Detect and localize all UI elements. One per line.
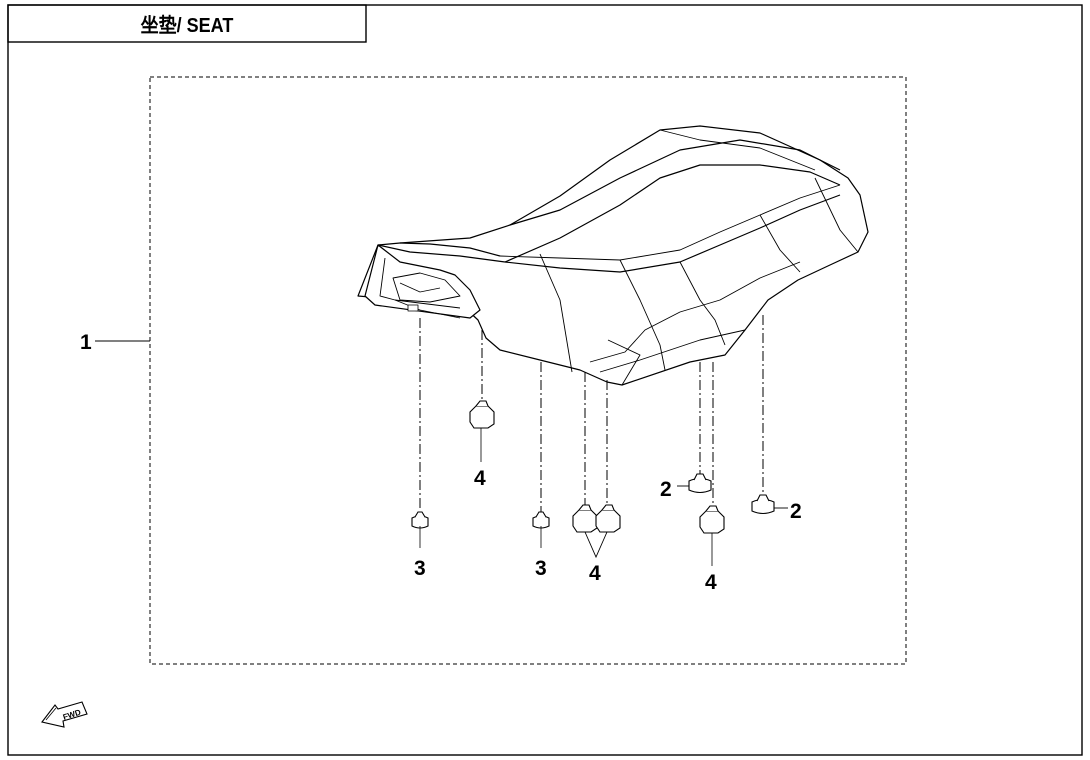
grommet-part-2: [751, 494, 788, 515]
forward-arrow-icon: FWD: [41, 701, 88, 728]
clip-part-4: [699, 505, 725, 566]
leader-line-4-pair: [584, 531, 608, 559]
callout-3: 3: [535, 557, 547, 580]
title-border: [7, 4, 367, 43]
mounting-leader-lines: [419, 315, 764, 512]
clip-part-4: [469, 400, 495, 462]
callout-3: 3: [414, 557, 426, 580]
nut-part-3: [532, 511, 550, 548]
outer-border: [7, 4, 1083, 756]
page-title: 坐垫/ SEAT: [140, 15, 234, 37]
callout-4: 4: [474, 467, 486, 490]
callout-2: 2: [790, 500, 802, 523]
title-box: 坐垫/ SEAT: [26, 5, 348, 42]
clip-part-4: [595, 504, 621, 533]
callout-4: 4: [589, 562, 601, 585]
seat-part: [357, 125, 869, 386]
callout-2: 2: [660, 478, 672, 501]
callout-4: 4: [705, 571, 717, 594]
assembly-boundary: [149, 76, 907, 665]
nut-part-3: [411, 511, 429, 548]
clip-part-4: [572, 504, 598, 533]
callout-1: 1: [80, 331, 92, 354]
grommet-part-2: [677, 473, 712, 494]
